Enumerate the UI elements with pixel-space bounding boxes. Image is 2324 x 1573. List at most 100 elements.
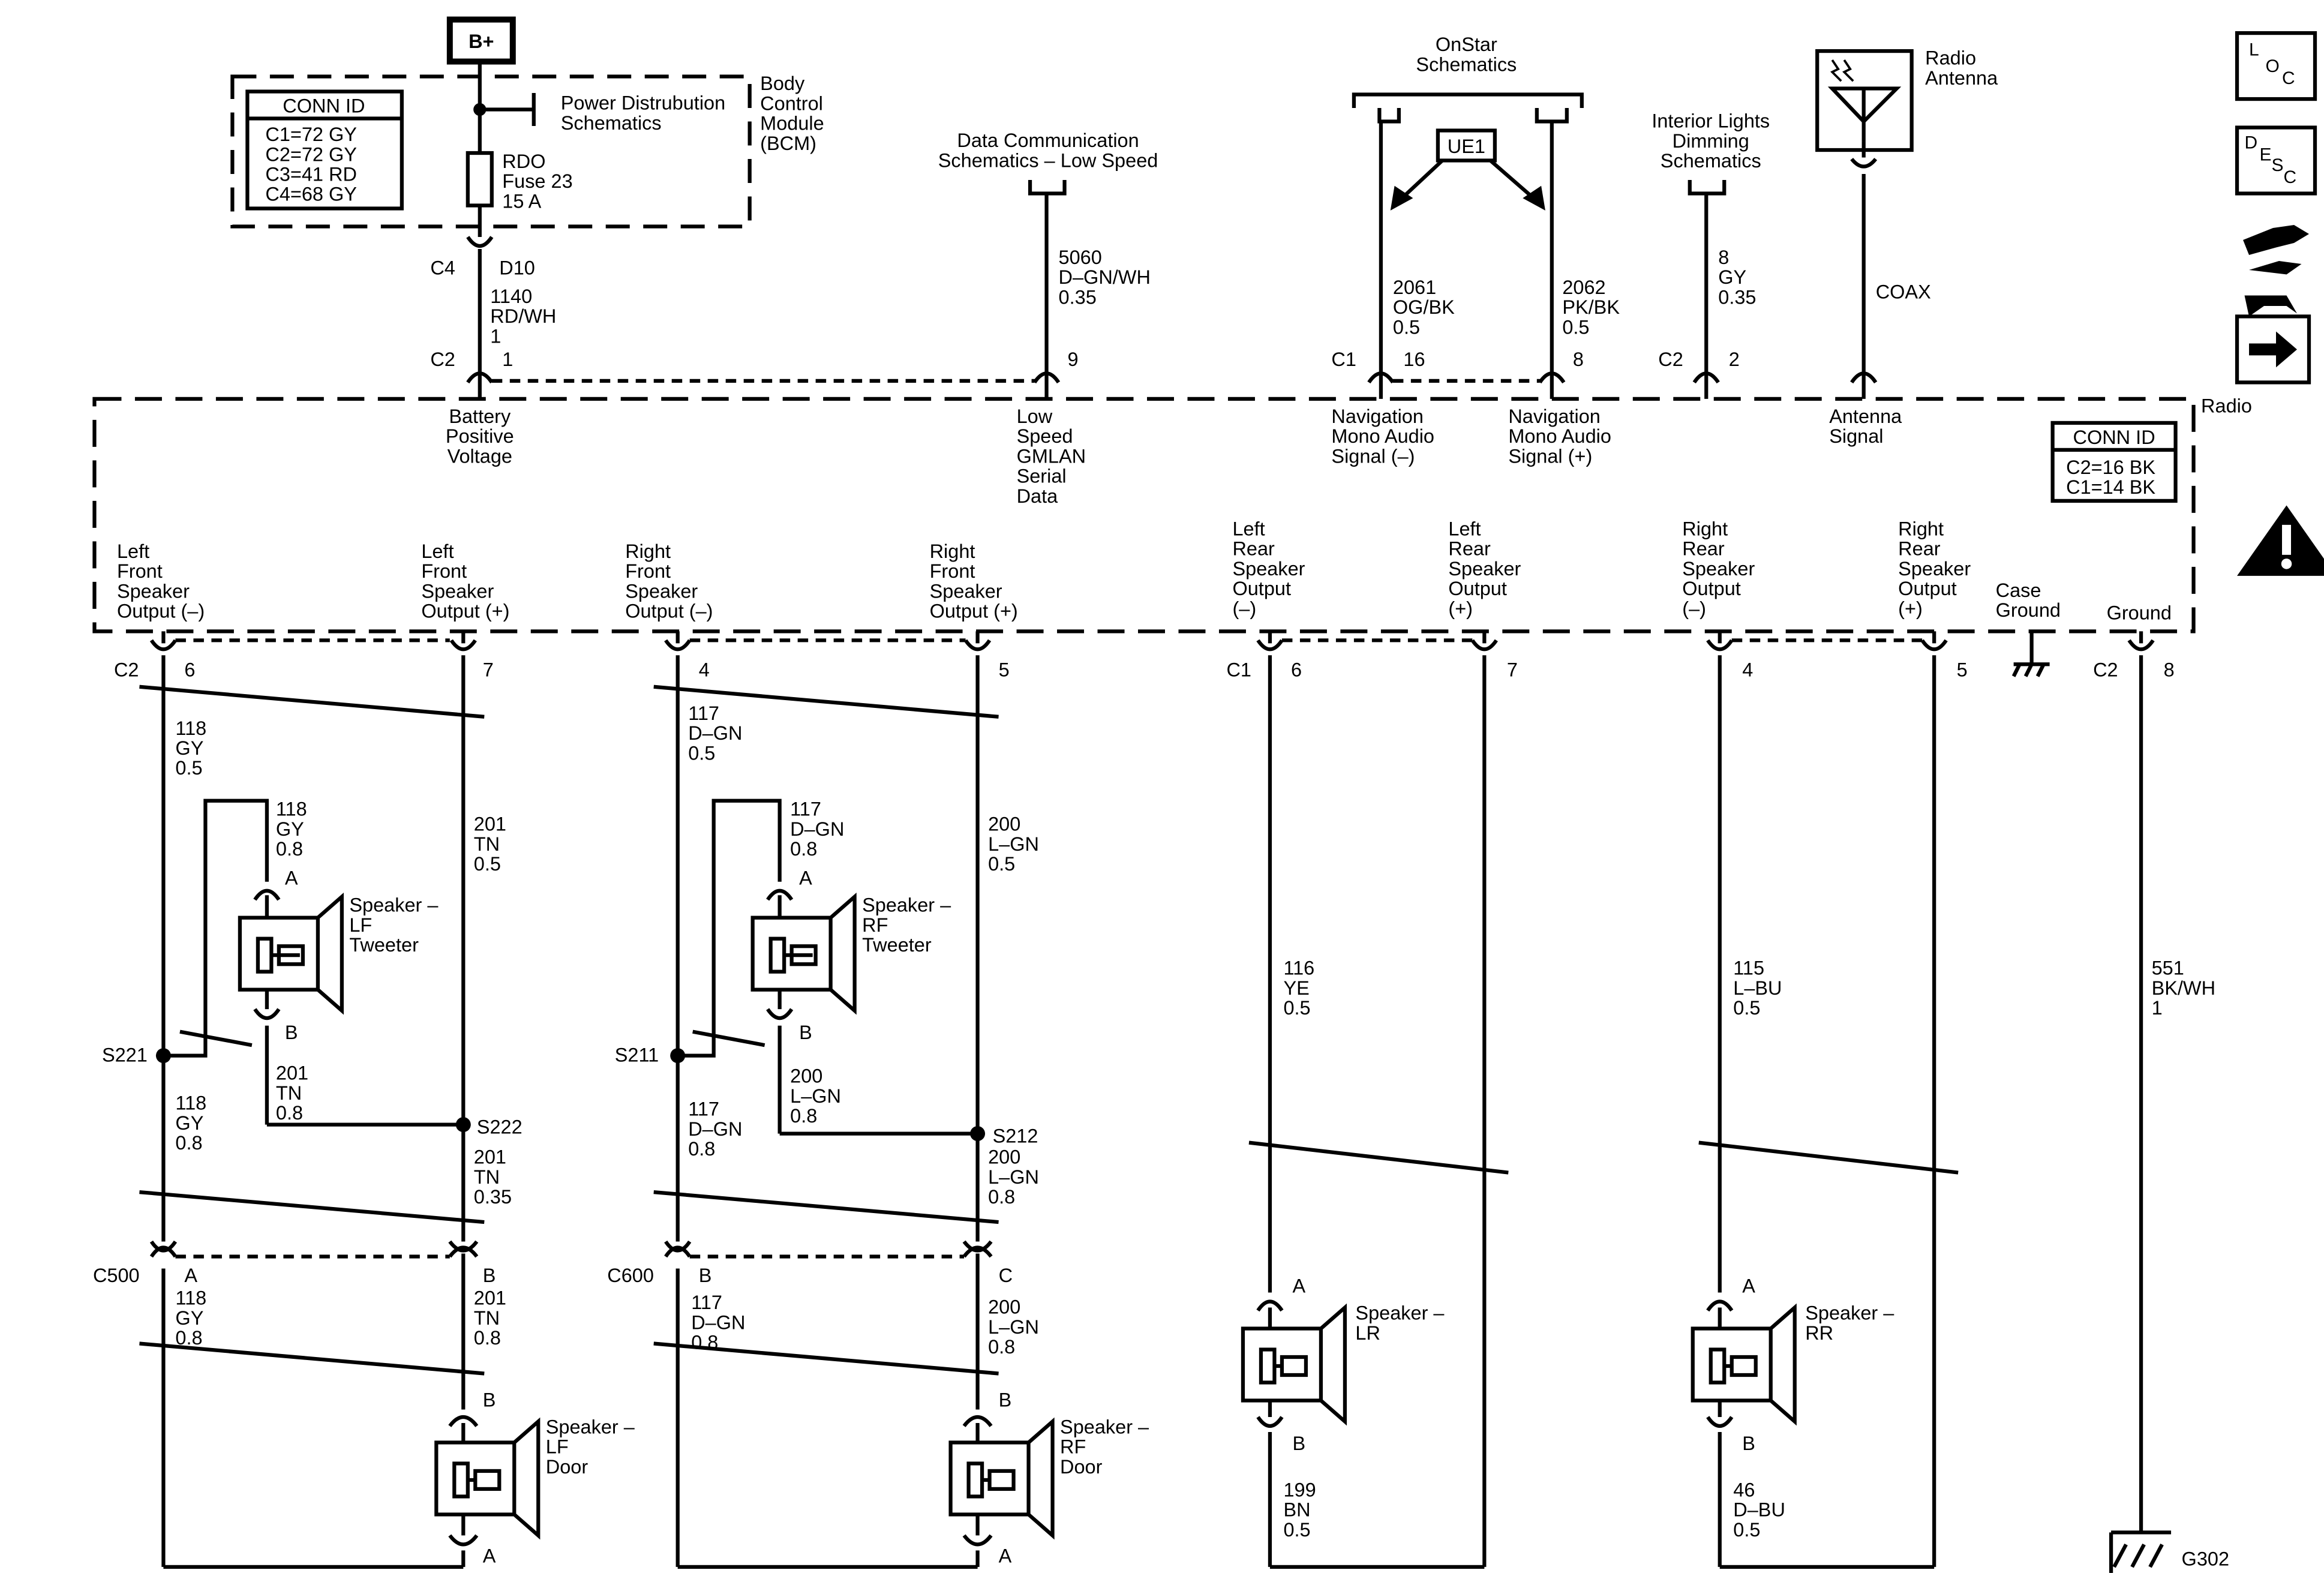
warning-icon [2237,505,2324,576]
wire-199-line-1: BN [1283,1499,1310,1521]
wire-2062-line-1: PK/BK [1562,296,1620,318]
radio-output-pin-2 [664,639,692,652]
wire-118-a-line-2: 0.5 [175,757,202,779]
output-rr-minus-line-3: Output [1682,578,1741,599]
input-antenna-line-1: Signal [1829,425,1883,447]
wire-1140-line-0: 1140 [490,286,532,307]
rf-tweeter-label-line-0: Speaker – [862,894,951,916]
output-ground: Ground [2107,602,2172,623]
d10-label: D10 [499,257,535,278]
onstar-label-line-0: OnStar [1436,34,1497,55]
c500-label: C500 [93,1265,140,1286]
wire-117-b-line-0: 117 [790,798,821,820]
next-arrow-icon[interactable] [2249,331,2298,368]
output-rf-minus-line-0: Right [625,541,671,562]
wire-551-line-0: 551 [2152,957,2184,979]
loc-icon-letter-1: O [2266,56,2280,76]
wire-2062-line-2: 0.5 [1562,316,1589,338]
output-rr-minus-line-1: Rear [1682,538,1725,560]
c500-pin-a: A [184,1265,197,1286]
wire-200-a-line-2: 0.5 [988,853,1015,875]
radio-label: Radio [2201,395,2252,416]
wire-8-line-1: GY [1718,266,1746,288]
output-case-ground-line-0: Case [1996,580,2041,601]
loc-icon-letter-2: C [2282,68,2295,88]
radio-output-pin-5 [1470,639,1498,652]
bcm-conn-ids-line-1: C2=72 GY [265,143,357,165]
wire-118-d-line-2: 0.8 [175,1327,202,1349]
input-nav-minus-line-0: Navigation [1331,406,1424,427]
bcm-conn-ids-line-3: C4=68 GY [265,184,357,205]
pin-8-ground: 8 [2164,659,2175,680]
output-rf-plus-line-2: Speaker [930,580,1002,602]
c2-batt-label: C2 [430,349,455,370]
bcm-conn-ids-line-0: C1=72 GY [265,124,357,145]
pin-2-label: 2 [1729,349,1740,370]
wire-200-c-line-1: L–GN [988,1166,1039,1188]
pin-6: 6 [184,659,195,680]
power-distribution-label-line-0: Power Distrubution [561,92,725,114]
lf-tweeter-label-line-2: Tweeter [349,934,419,956]
c600-label: C600 [607,1265,654,1286]
wire-551-line-2: 1 [2152,997,2163,1019]
pin-6-rear: 6 [1291,659,1302,680]
wire-199-line-2: 0.5 [1283,1519,1310,1541]
c1-nav-label: C1 [1331,349,1356,370]
wire-115-line-0: 115 [1733,957,1764,979]
ue1-label: UE1 [1448,136,1485,157]
wire-115-line-1: L–BU [1733,977,1782,999]
splice-s221-label: S221 [102,1044,148,1066]
lf-tweeter-label-line-0: Speaker – [349,894,439,916]
bcm-label-line-1: Control [760,92,823,114]
wire-200-a-line-0: 200 [988,813,1020,835]
radio-output-pin-4 [1256,639,1284,652]
output-lf-plus-line-0: Left [421,541,454,562]
wire-118-c-line-0: 118 [175,1092,206,1114]
wire-201-b-line-1: TN [276,1082,302,1104]
output-lr-minus-line-0: Left [1232,518,1265,539]
output-lf-plus-line-1: Front [421,560,467,582]
output-lf-minus-line-3: Output (–) [117,601,205,622]
interior-lights-label-line-2: Schematics [1661,150,1761,172]
lf-door-label-line-0: Speaker – [546,1416,635,1437]
wire-117-b-line-2: 0.8 [790,838,817,860]
rf-door-pin-a: A [999,1545,1012,1566]
wire-200-b-line-0: 200 [790,1065,822,1087]
output-lr-minus-line-2: Speaker [1232,558,1305,580]
output-rf-plus-line-1: Front [930,560,975,582]
lf-door-pin-a: A [483,1545,496,1566]
wire-116-line-1: YE [1283,977,1309,999]
wire-5060-line-2: 0.35 [1059,286,1097,308]
wire-117-d-line-2: 0.8 [691,1332,718,1353]
radio-output-pin-0 [149,639,178,652]
wire-117-d-line-1: D–GN [691,1311,745,1333]
output-lr-plus-line-2: Speaker [1448,558,1521,580]
output-rf-plus-line-3: Output (+) [930,601,1018,622]
rf-tweeter-pin-a: A [799,867,812,889]
interior-lights-label-line-0: Interior Lights [1652,110,1770,132]
wrench-icon[interactable] [2244,295,2298,317]
wire-118-a-line-1: GY [175,737,203,759]
input-nav-minus-line-1: Mono Audio [1331,425,1434,447]
bcm-conn-id-title: CONN ID [283,95,365,117]
wire-200-a-line-1: L–GN [988,833,1039,855]
wire-115-line-2: 0.5 [1733,997,1760,1019]
splice-s211 [670,1048,686,1064]
wire-200-c-line-0: 200 [988,1146,1020,1168]
output-lr-plus-line-4: (+) [1448,598,1473,619]
bcm-conn-ids-line-2: C3=41 RD [265,164,357,185]
c600-pin-b: B [699,1265,712,1286]
output-lr-minus-line-1: Rear [1232,538,1275,560]
bplus-label: B+ [469,31,494,52]
output-rf-minus-line-1: Front [625,560,671,582]
lf-door-label-line-1: LF [546,1436,569,1458]
wire-117-a-line-0: 117 [688,703,719,724]
radio-output-pin-3 [963,639,992,652]
lr-speaker-label-line-0: Speaker – [1355,1302,1445,1324]
coax-label: COAX [1876,281,1931,302]
wire-201-a-line-1: TN [474,833,500,855]
input-nav-plus-line-0: Navigation [1508,406,1601,427]
pin-16-label: 16 [1403,349,1425,370]
input-gmlan-line-0: Low [1017,406,1053,427]
